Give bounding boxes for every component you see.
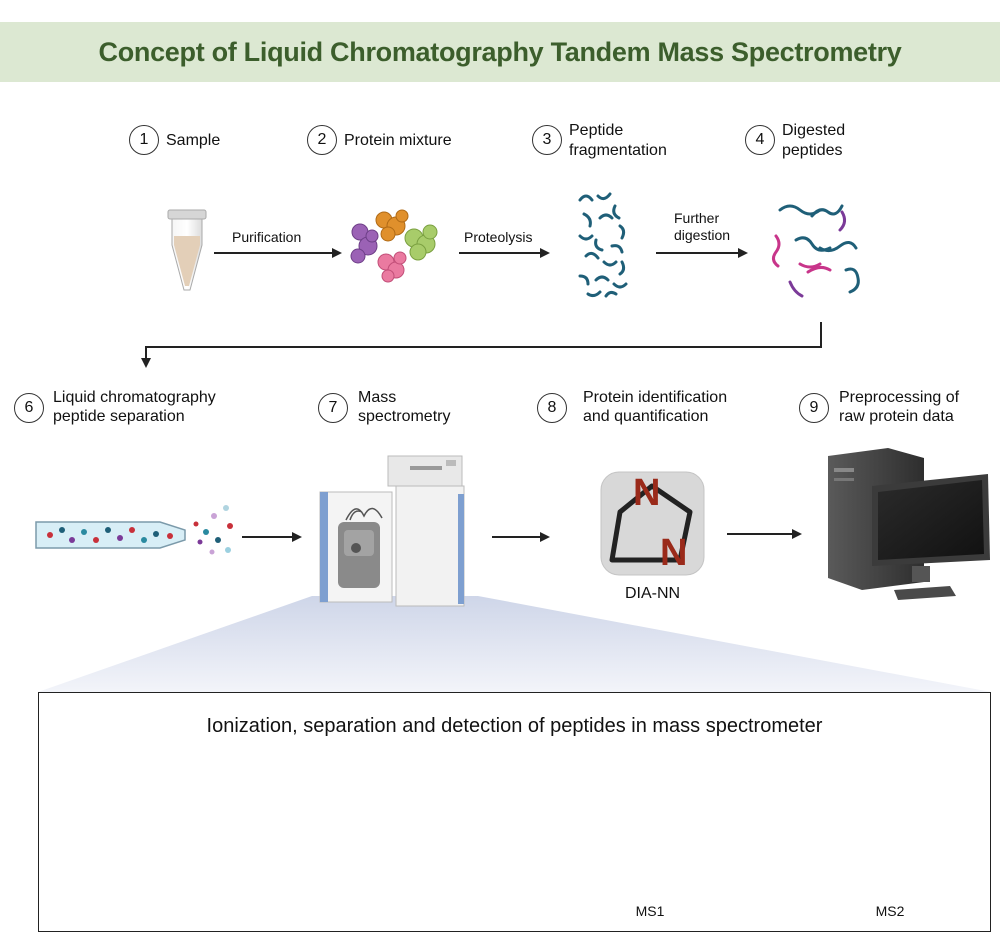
page-title: Concept of Liquid Chromatography Tandem … xyxy=(98,37,902,67)
step-label-line1: Digested xyxy=(782,122,846,139)
computer-icon xyxy=(828,448,990,600)
panel-title: Ionization, separation and detection of … xyxy=(206,715,823,737)
arrow-label-line1: Further xyxy=(674,210,720,226)
dia-nn-logo-icon xyxy=(600,471,705,576)
step-label-line2: fragmentation xyxy=(569,142,667,159)
digested-peptides-icon xyxy=(771,204,860,298)
step-number: 3 xyxy=(532,125,562,155)
step-label: Protein mixture xyxy=(344,132,452,149)
step-number: 2 xyxy=(307,125,337,155)
step-number: 9 xyxy=(799,393,829,423)
step-number: 6 xyxy=(14,393,44,423)
logo-letter-n-bottom: N xyxy=(660,532,688,574)
peptide-fragments-icon xyxy=(578,192,628,298)
step-number: 7 xyxy=(318,393,348,423)
step-number: 4 xyxy=(745,125,775,155)
step-label-line1: Mass xyxy=(358,389,397,406)
ms2-label: MS2 xyxy=(875,903,905,919)
sample-tube-icon xyxy=(167,209,207,291)
step-label-line2: spectrometry xyxy=(358,408,451,425)
step-number: 8 xyxy=(537,393,567,423)
step-number: 1 xyxy=(129,125,159,155)
step-label-line1: Peptide xyxy=(569,122,624,139)
ms1-label: MS1 xyxy=(635,903,665,919)
ms-detail-panel xyxy=(38,692,991,932)
step-label-line1: Liquid chromatography xyxy=(53,389,216,406)
step-label-line1: Preprocessing of xyxy=(839,389,960,406)
connector-arrow xyxy=(141,322,822,368)
arrow-label-line2: digestion xyxy=(674,227,731,243)
lc-column-icon xyxy=(35,505,233,555)
step-label-line2: and quantification xyxy=(583,408,709,425)
spray-particles xyxy=(193,505,233,555)
protein-mixture-icon xyxy=(350,209,438,283)
step-label-line2: peptides xyxy=(782,142,843,159)
software-label: DIA-NN xyxy=(624,585,681,602)
logo-letter-n-top: N xyxy=(633,472,661,514)
step-label-line1: Protein identification xyxy=(583,389,728,406)
step-label: Sample xyxy=(166,132,221,149)
mass-spectrometer-icon xyxy=(319,455,465,607)
arrow-label: Purification xyxy=(232,229,302,245)
step-label-line2: raw protein data xyxy=(839,408,954,425)
column-particles xyxy=(47,527,173,543)
step-label-line2: peptide separation xyxy=(53,408,185,425)
arrow-label: Proteolysis xyxy=(464,229,533,245)
title-banner xyxy=(0,22,1000,82)
zoom-wedge xyxy=(38,596,991,692)
